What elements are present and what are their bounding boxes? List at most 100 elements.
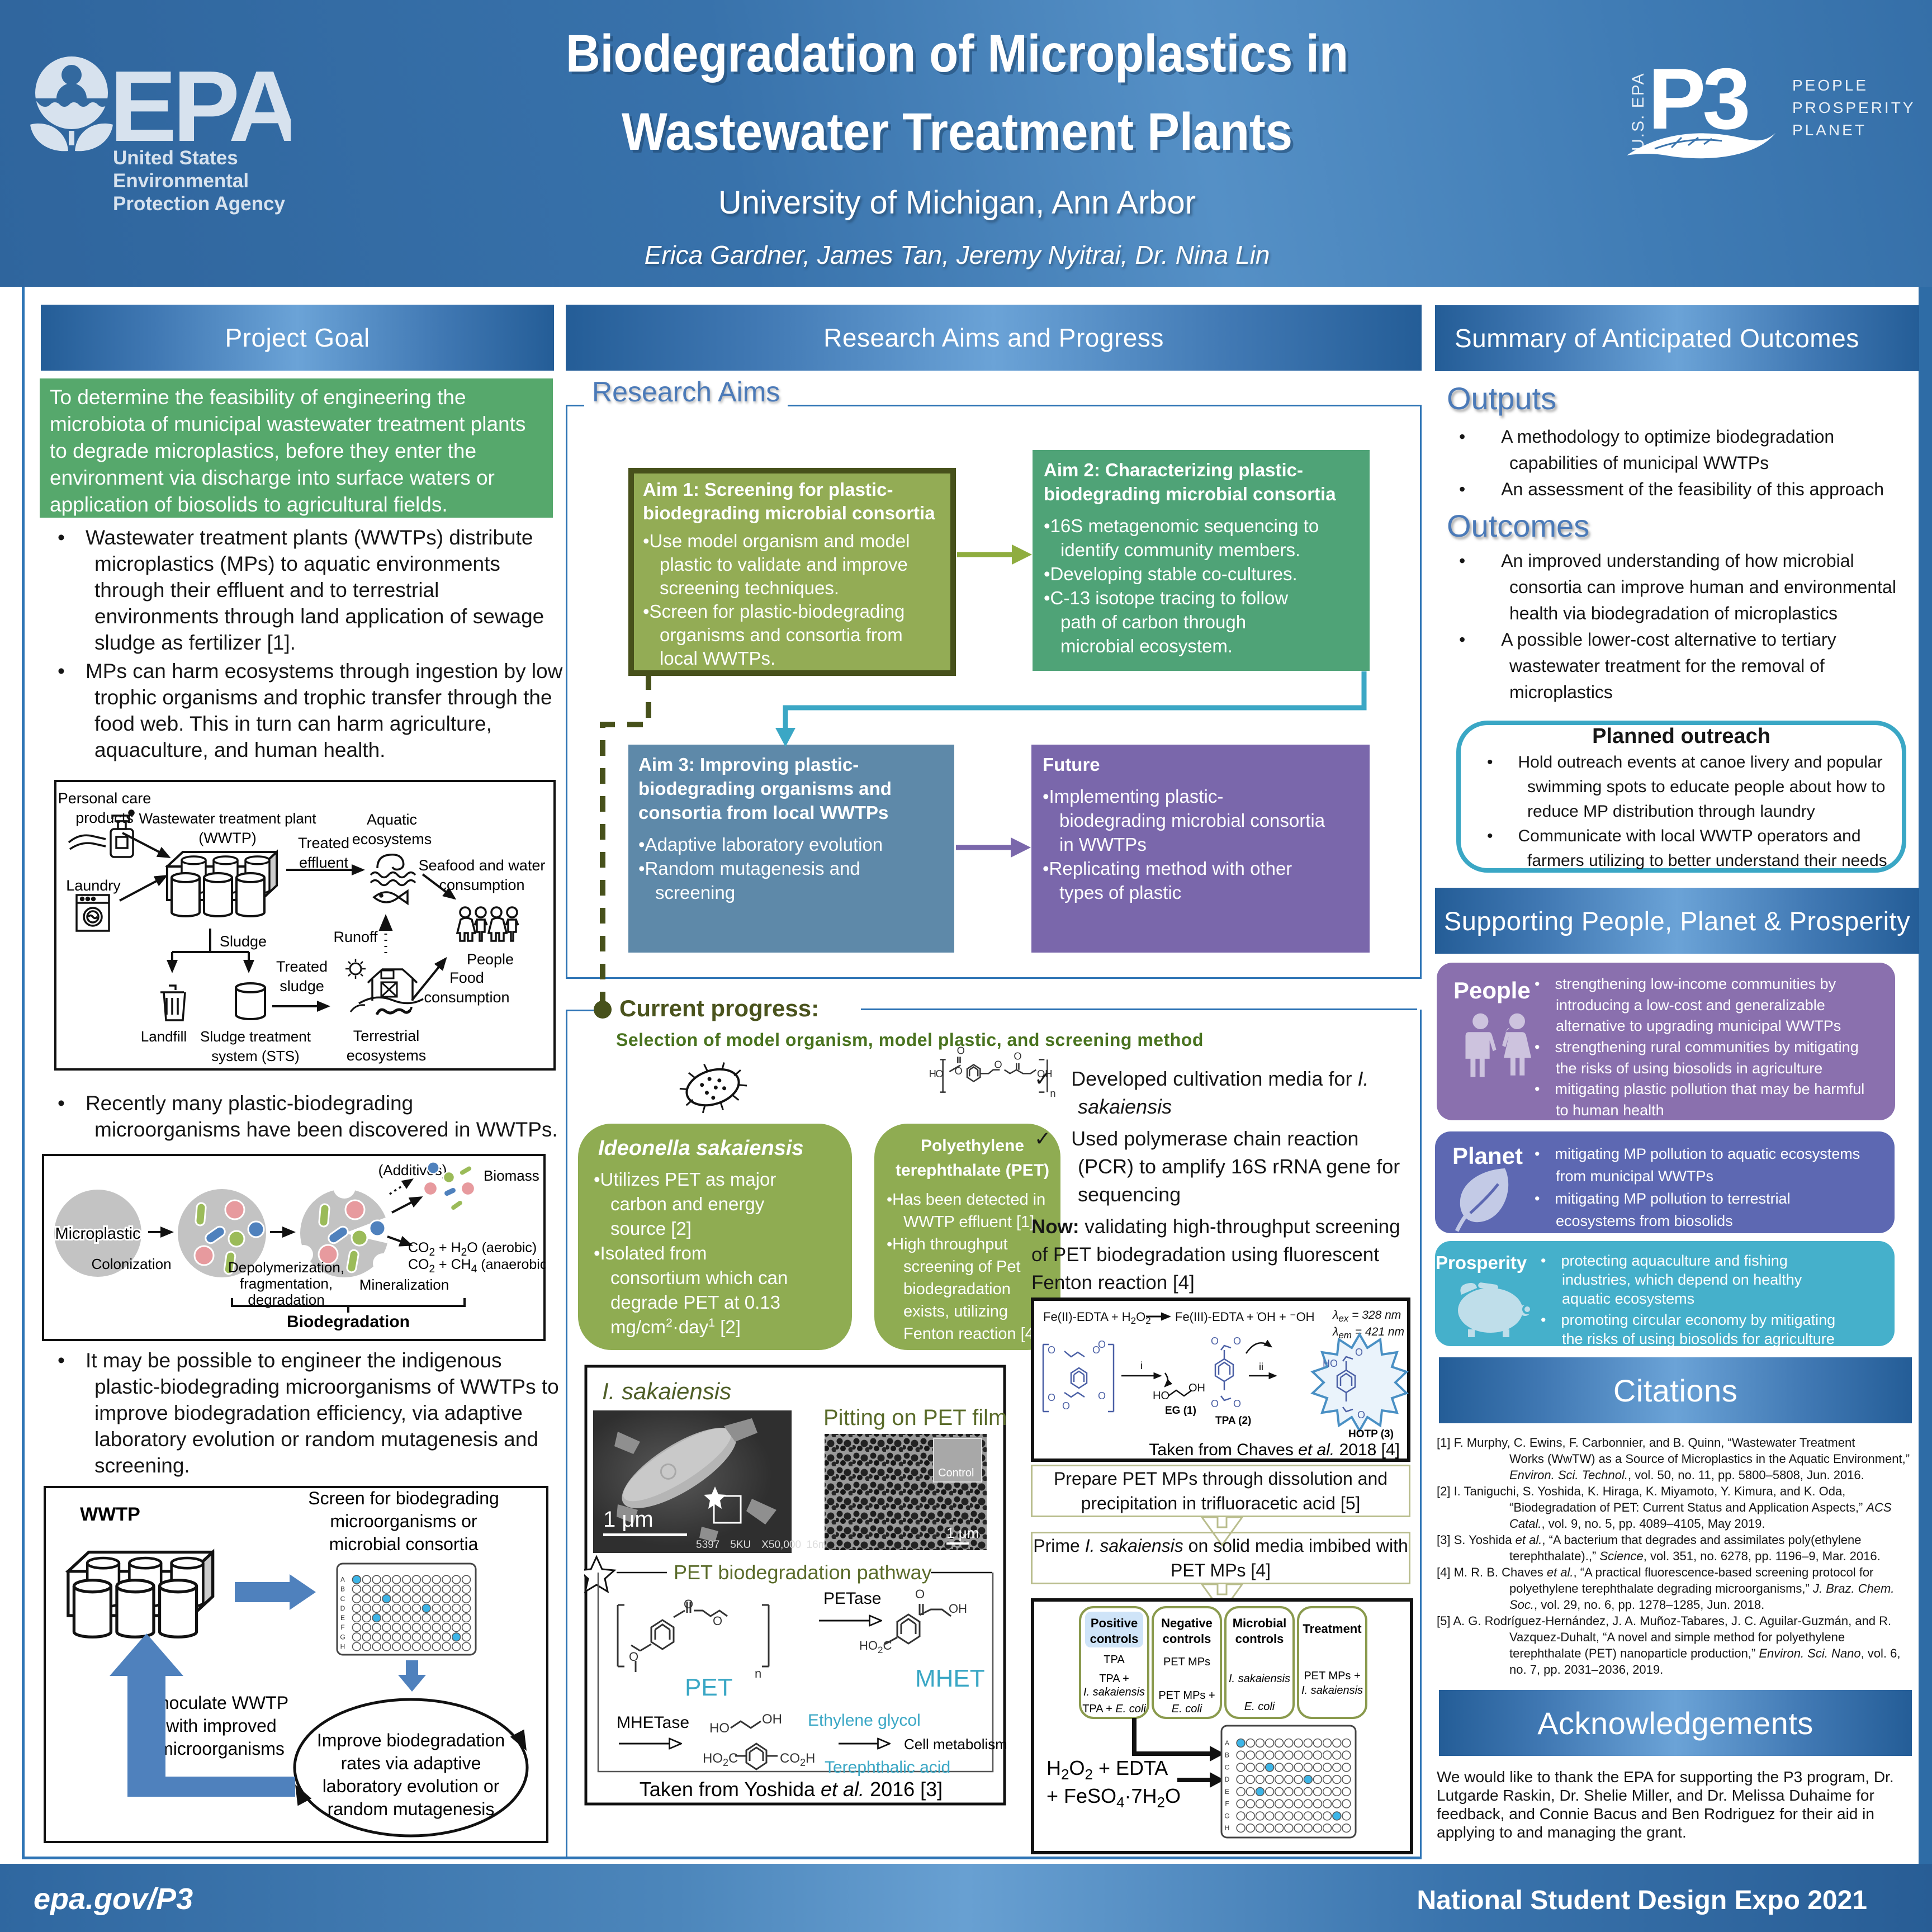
svg-text:n: n [1050, 1087, 1055, 1099]
svg-text:Fe(II)-EDTA + H2O2: Fe(II)-EDTA + H2O2 [1043, 1310, 1151, 1326]
svg-text:O: O [1233, 1398, 1241, 1409]
svg-text:consumption: consumption [439, 877, 524, 893]
svg-text:controls: controls [1163, 1632, 1211, 1646]
svg-text:PET MPs: PET MPs [1163, 1656, 1210, 1668]
svg-text:Inoculate WWTP: Inoculate WWTP [154, 1693, 288, 1713]
svg-text:H: H [340, 1642, 345, 1650]
svg-text:O: O [1048, 1392, 1055, 1403]
svg-text:PROSPERITY: PROSPERITY [1792, 99, 1915, 116]
svg-text:Aquatic: Aquatic [367, 811, 417, 828]
svg-text:MHET: MHET [915, 1665, 985, 1692]
svg-text:rates via adaptive: rates via adaptive [341, 1753, 481, 1773]
svg-text:Environmental: Environmental [113, 170, 249, 192]
svg-text:fragmentation,: fragmentation, [240, 1275, 333, 1292]
svg-text:Erica Gardner, James Tan, Jere: Erica Gardner, James Tan, Jeremy Nyitrai… [645, 240, 1270, 269]
svg-text:O: O [1098, 1390, 1106, 1401]
svg-text:E. coli: E. coli [1244, 1701, 1275, 1713]
svg-text:CO2H: CO2H [780, 1751, 815, 1768]
svg-text:O: O [1098, 1339, 1106, 1350]
svg-text:(WWTP): (WWTP) [198, 830, 256, 846]
svg-text:Biodegradation of Microplastic: Biodegradation of Microplastics in [566, 24, 1348, 83]
svg-text:microbial consortia: microbial consortia [329, 1534, 479, 1554]
svg-text:O: O [684, 1597, 693, 1611]
svg-text:I. sakaiensis: I. sakaiensis [1229, 1673, 1290, 1685]
svg-text:Wastewater treatment plant: Wastewater treatment plant [139, 810, 317, 827]
svg-text:A: A [1225, 1739, 1229, 1747]
svg-text:Runoff: Runoff [333, 929, 378, 945]
svg-text:OH: OH [1037, 1068, 1053, 1079]
svg-text:I. sakaiensis: I. sakaiensis [602, 1378, 731, 1404]
svg-text:WWTP: WWTP [80, 1504, 140, 1525]
svg-text:I. sakaiensis: I. sakaiensis [1083, 1686, 1145, 1698]
svg-text:HO2C: HO2C [703, 1751, 738, 1768]
svg-text:Biodegradation: Biodegradation [287, 1313, 410, 1331]
svg-text:Wastewater Treatment Plants: Wastewater Treatment Plants [622, 102, 1292, 162]
svg-text:O: O [1092, 1344, 1100, 1356]
svg-text:Microplastic: Microplastic [55, 1225, 140, 1243]
svg-text:O: O [935, 1068, 943, 1079]
svg-text:OH: OH [949, 1602, 967, 1616]
svg-text:Depolymerization,: Depolymerization, [228, 1259, 344, 1276]
svg-text:HO: HO [709, 1721, 730, 1736]
svg-text:Biomass: Biomass [484, 1167, 539, 1184]
svg-text:Colonization: Colonization [91, 1256, 171, 1272]
svg-text:EPA: EPA [110, 50, 291, 163]
svg-text:5397 5KU X50,000 16mm: 5397 5KU X50,000 16mm [696, 1539, 836, 1551]
svg-text:Laundry: Laundry [66, 877, 121, 894]
svg-text:PET biodegradation pathway: PET biodegradation pathway [674, 1561, 932, 1584]
svg-text:CO2 + CH4 (anaerobic): CO2 + CH4 (anaerobic) [408, 1257, 546, 1275]
svg-text:O: O [1357, 1409, 1365, 1420]
svg-text:MHETase: MHETase [617, 1713, 689, 1732]
svg-text:H: H [1225, 1824, 1230, 1832]
svg-text:OH: OH [1188, 1382, 1205, 1394]
svg-text:Control: Control [938, 1467, 974, 1479]
svg-text:Treatment: Treatment [1303, 1622, 1362, 1636]
svg-text:I. sakaiensis: I. sakaiensis [1301, 1684, 1363, 1697]
svg-text:ecosystems: ecosystems [352, 831, 432, 847]
svg-text:O: O [915, 1587, 925, 1601]
svg-text:B: B [340, 1585, 345, 1593]
svg-text:Cell metabolism: Cell metabolism [904, 1736, 1006, 1753]
svg-text:O: O [1062, 1400, 1070, 1412]
svg-text:People: People [467, 951, 514, 968]
svg-text:Microbial: Microbial [1233, 1616, 1287, 1630]
svg-text:Positive: Positive [1091, 1616, 1138, 1630]
svg-text:O: O [713, 1614, 722, 1628]
svg-text:i: i [1140, 1360, 1143, 1371]
svg-text:Screen for biodegrading: Screen for biodegrading [308, 1488, 499, 1508]
svg-text:1 μm: 1 μm [946, 1524, 979, 1541]
svg-text:Negative: Negative [1161, 1616, 1213, 1630]
svg-text:Treated: Treated [298, 835, 349, 851]
svg-text:PLANET: PLANET [1792, 121, 1867, 139]
svg-text:P3: P3 [1648, 50, 1748, 147]
svg-text:ii: ii [1259, 1361, 1263, 1372]
svg-text:Mineralization: Mineralization [359, 1276, 449, 1293]
svg-text:United States: United States [113, 147, 238, 169]
svg-text:H: H [929, 1068, 936, 1079]
svg-text:ecosystems: ecosystems [347, 1047, 427, 1064]
svg-text:O: O [994, 1058, 1002, 1070]
svg-text:PET: PET [685, 1674, 733, 1701]
svg-text:Improve biodegradation: Improve biodegradation [317, 1730, 505, 1750]
svg-text:Sludge: Sludge [220, 933, 267, 950]
svg-text:Food: Food [449, 969, 484, 986]
svg-text:Fe(III)-EDTA + ̇OH + ⁻OH: Fe(III)-EDTA + ̇OH + ⁻OH [1175, 1310, 1315, 1324]
svg-text:sludge: sludge [280, 978, 324, 995]
svg-text:Personal care: Personal care [58, 790, 151, 807]
svg-text:E. coli: E. coli [1172, 1703, 1202, 1715]
svg-text:consumption: consumption [424, 989, 509, 1006]
svg-text:E: E [1225, 1788, 1229, 1796]
svg-text:controls: controls [1090, 1632, 1139, 1646]
svg-text:TPA: TPA [1104, 1654, 1125, 1666]
svg-text:O: O [955, 1065, 963, 1077]
svg-text:C: C [340, 1595, 345, 1603]
svg-text:Pitting on PET film: Pitting on PET film [823, 1405, 1006, 1430]
svg-text:PEOPLE: PEOPLE [1792, 77, 1868, 94]
svg-text:D: D [1225, 1775, 1230, 1783]
svg-text:Biodegradation of Microplastic: Biodegradation of Microplastics in [569, 27, 1351, 86]
svg-text:PET MPs +: PET MPs + [1158, 1689, 1215, 1702]
svg-text:HO: HO [1153, 1390, 1169, 1402]
svg-text:1 μm: 1 μm [603, 1507, 654, 1532]
svg-text:Terephthalic acid: Terephthalic acid [825, 1758, 950, 1777]
svg-text:University of Michigan, Ann Ar: University of Michigan, Ann Arbor [718, 184, 1196, 221]
